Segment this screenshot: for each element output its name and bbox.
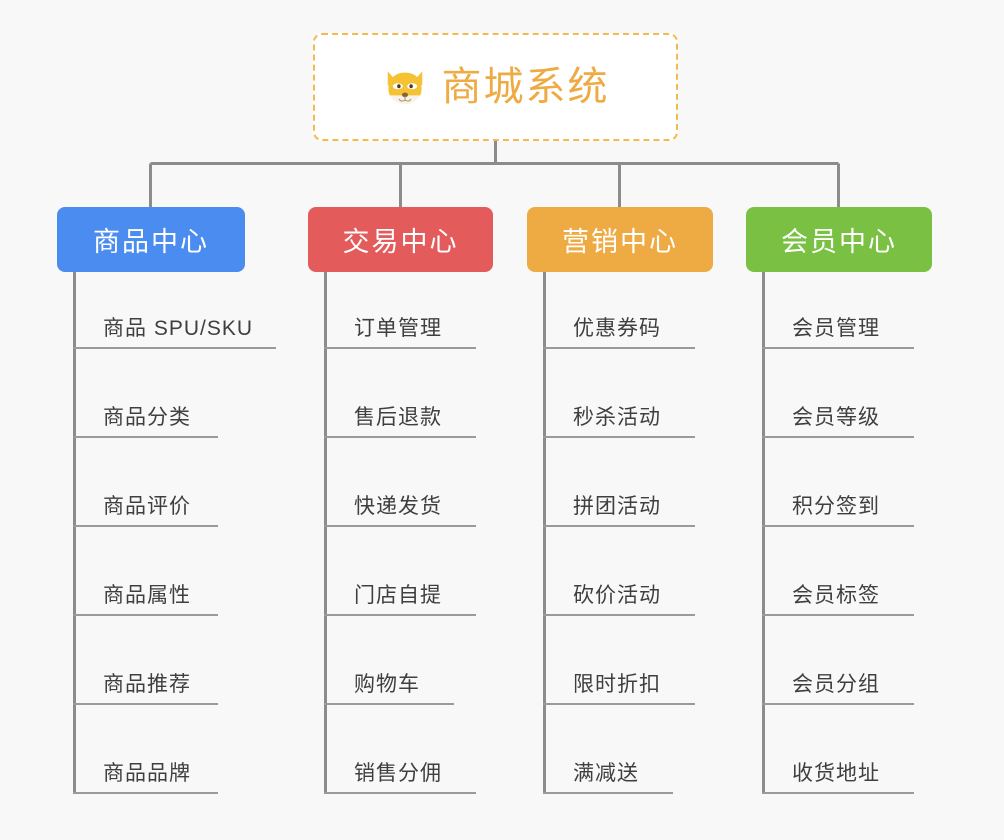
leaf-rule xyxy=(762,525,914,527)
dog-face-icon xyxy=(387,71,422,105)
leaf-label: 收货地址 xyxy=(792,762,880,785)
leaf-rule xyxy=(762,614,914,616)
branch-spine-1 xyxy=(324,272,327,794)
leaf-label: 订单管理 xyxy=(354,317,442,340)
root-title: 商城系统 xyxy=(441,65,610,109)
leaf-label: 优惠券码 xyxy=(573,317,661,340)
leaf-label: 会员等级 xyxy=(792,406,880,429)
leaf-label: 商品推荐 xyxy=(103,673,191,696)
leaf-rule xyxy=(73,525,218,527)
leaf-rule xyxy=(543,347,695,349)
leaf-label: 销售分佣 xyxy=(354,762,442,785)
leaf-label: 拼团活动 xyxy=(573,495,661,518)
leaf-label: 会员管理 xyxy=(792,317,880,340)
branch-header-3[interactable]: 会员中心 xyxy=(746,207,932,272)
leaf-rule xyxy=(543,614,695,616)
branch-spine-3 xyxy=(762,272,765,794)
leaf-label: 商品分类 xyxy=(103,406,191,429)
leaf-label: 商品 SPU/SKU xyxy=(103,317,254,340)
leaf-rule xyxy=(762,792,914,794)
leaf-label: 会员标签 xyxy=(792,584,880,607)
branch-header-0[interactable]: 商品中心 xyxy=(57,207,245,272)
leaf-label: 满减送 xyxy=(573,762,639,785)
leaf-label: 限时折扣 xyxy=(573,673,661,696)
leaf-label: 积分签到 xyxy=(792,495,880,518)
leaf-rule xyxy=(543,436,695,438)
leaf-rule xyxy=(73,436,218,438)
leaf-rule xyxy=(543,525,695,527)
leaf-label: 购物车 xyxy=(354,673,420,696)
leaf-label: 商品评价 xyxy=(103,495,191,518)
leaf-label: 砍价活动 xyxy=(573,584,661,607)
leaf-rule xyxy=(324,525,476,527)
leaf-label: 会员分组 xyxy=(792,673,880,696)
leaf-rule xyxy=(73,703,218,705)
leaf-rule xyxy=(324,792,476,794)
leaf-rule xyxy=(73,347,276,349)
leaf-label: 秒杀活动 xyxy=(573,406,661,429)
leaf-rule xyxy=(543,792,673,794)
branch-header-1[interactable]: 交易中心 xyxy=(308,207,493,272)
leaf-label: 商品品牌 xyxy=(103,762,191,785)
leaf-label: 售后退款 xyxy=(354,406,442,429)
leaf-rule xyxy=(324,703,454,705)
leaf-rule xyxy=(543,703,695,705)
branch-spine-0 xyxy=(73,272,76,794)
branch-spine-2 xyxy=(543,272,546,794)
leaf-rule xyxy=(762,703,914,705)
leaf-label: 商品属性 xyxy=(103,584,191,607)
leaf-rule xyxy=(324,614,476,616)
leaf-label: 门店自提 xyxy=(354,584,442,607)
leaf-rule xyxy=(324,436,476,438)
leaf-rule xyxy=(73,614,218,616)
leaf-rule xyxy=(762,347,914,349)
branch-header-2[interactable]: 营销中心 xyxy=(527,207,713,272)
root-node[interactable]: 商城系统 xyxy=(313,33,678,141)
leaf-rule xyxy=(762,436,914,438)
leaf-rule xyxy=(324,347,476,349)
leaf-label: 快递发货 xyxy=(354,495,442,518)
leaf-rule xyxy=(73,792,218,794)
